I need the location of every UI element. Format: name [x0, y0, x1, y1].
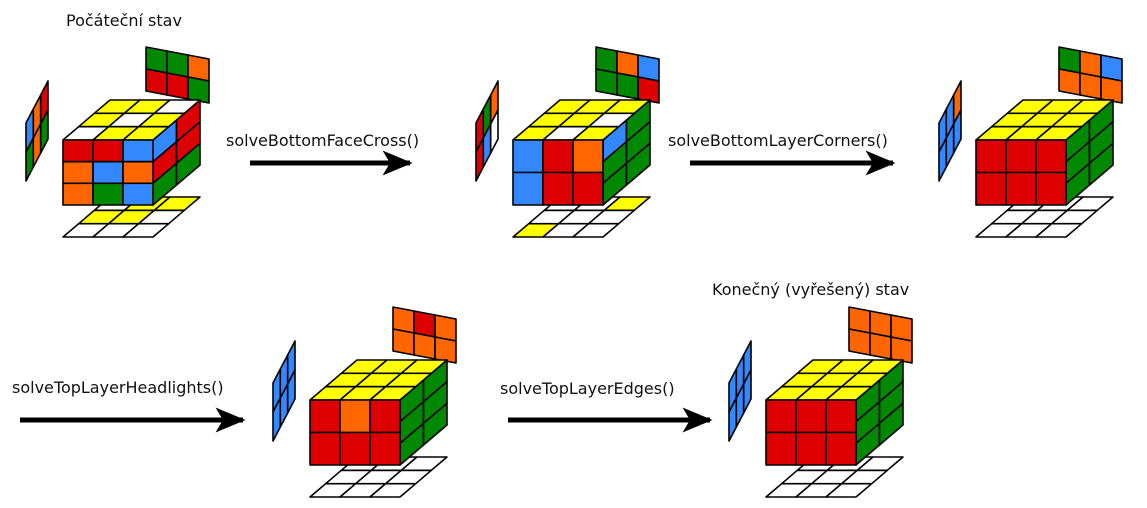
- cube-after-bottom-face-cross: [475, 46, 660, 238]
- back-face-sticker: [848, 328, 871, 356]
- step-label-4: solveTopLayerEdges(): [500, 379, 675, 398]
- front-face-sticker: [339, 431, 371, 466]
- front-face-sticker: [62, 139, 94, 163]
- cube-after-bottom-layer-corners: [938, 46, 1123, 238]
- bottom-face-sticker: [400, 456, 448, 472]
- back-face-sticker: [616, 72, 639, 100]
- back-face-sticker: [187, 76, 210, 104]
- front-face-sticker: [122, 139, 154, 163]
- right-face-sticker: [175, 142, 201, 186]
- back-face-sticker: [637, 76, 660, 104]
- cube-initial-state: [25, 46, 210, 238]
- right-face-sticker: [1088, 142, 1114, 186]
- right-face-sticker: [878, 402, 904, 446]
- bottom-face-sticker: [856, 456, 904, 472]
- right-face-sticker: [625, 142, 651, 186]
- left-face-sticker: [489, 109, 499, 154]
- back-face-sticker: [595, 68, 618, 96]
- front-face-sticker: [369, 399, 401, 434]
- front-face-sticker: [512, 171, 544, 206]
- front-face-sticker: [92, 182, 124, 206]
- cube-after-top-layer-headlights: [272, 306, 457, 498]
- front-face-sticker: [62, 160, 94, 185]
- bottom-face-sticker: [603, 196, 651, 212]
- front-face-sticker: [122, 182, 154, 206]
- front-face-sticker: [542, 139, 574, 174]
- right-face-sticker: [422, 402, 448, 446]
- step-label-3: solveTopLayerHeadlights(): [12, 378, 224, 397]
- front-face-sticker: [572, 171, 604, 206]
- front-face-sticker: [62, 182, 94, 206]
- front-face-sticker: [1035, 171, 1067, 206]
- back-face-sticker: [890, 336, 913, 364]
- front-face-sticker: [122, 160, 154, 185]
- step-label-1: solveBottomFaceCross(): [226, 131, 420, 150]
- back-face-sticker: [166, 72, 189, 100]
- back-face-sticker: [145, 68, 168, 96]
- front-face-sticker: [825, 431, 857, 466]
- back-face-sticker: [392, 328, 415, 356]
- back-face-sticker: [1079, 72, 1102, 100]
- front-face-sticker: [92, 139, 124, 163]
- front-face-sticker: [512, 139, 544, 174]
- front-face-sticker: [1005, 171, 1037, 206]
- step-label-2: solveBottomLayerCorners(): [668, 131, 888, 150]
- front-face-sticker: [795, 399, 827, 434]
- back-face-sticker: [413, 332, 436, 360]
- front-face-sticker: [309, 431, 341, 466]
- final-state-label: Konečný (vyřešený) stav: [712, 280, 910, 299]
- initial-state-label: Počáteční stav: [66, 11, 182, 30]
- back-face-sticker: [869, 332, 892, 360]
- bottom-face-sticker: [1066, 196, 1114, 212]
- front-face-sticker: [825, 399, 857, 434]
- front-face-sticker: [765, 399, 797, 434]
- left-face-sticker: [39, 109, 49, 154]
- front-face-sticker: [339, 399, 371, 434]
- left-face-sticker: [952, 109, 962, 154]
- bottom-face-sticker: [153, 196, 201, 212]
- left-face-sticker: [286, 369, 296, 414]
- front-face-sticker: [1035, 139, 1067, 174]
- front-face-sticker: [369, 431, 401, 466]
- front-face-sticker: [975, 139, 1007, 174]
- left-face-sticker: [742, 369, 752, 414]
- front-face-sticker: [765, 431, 797, 466]
- front-face-sticker: [572, 139, 604, 174]
- front-face-sticker: [1005, 139, 1037, 174]
- front-face-sticker: [542, 171, 574, 206]
- front-face-sticker: [92, 160, 124, 185]
- cube-final-solved-state: [728, 306, 913, 498]
- back-face-sticker: [434, 336, 457, 364]
- back-face-sticker: [1058, 68, 1081, 96]
- back-face-sticker: [1100, 76, 1123, 104]
- front-face-sticker: [975, 171, 1007, 206]
- front-face-sticker: [795, 431, 827, 466]
- front-face-sticker: [309, 399, 341, 434]
